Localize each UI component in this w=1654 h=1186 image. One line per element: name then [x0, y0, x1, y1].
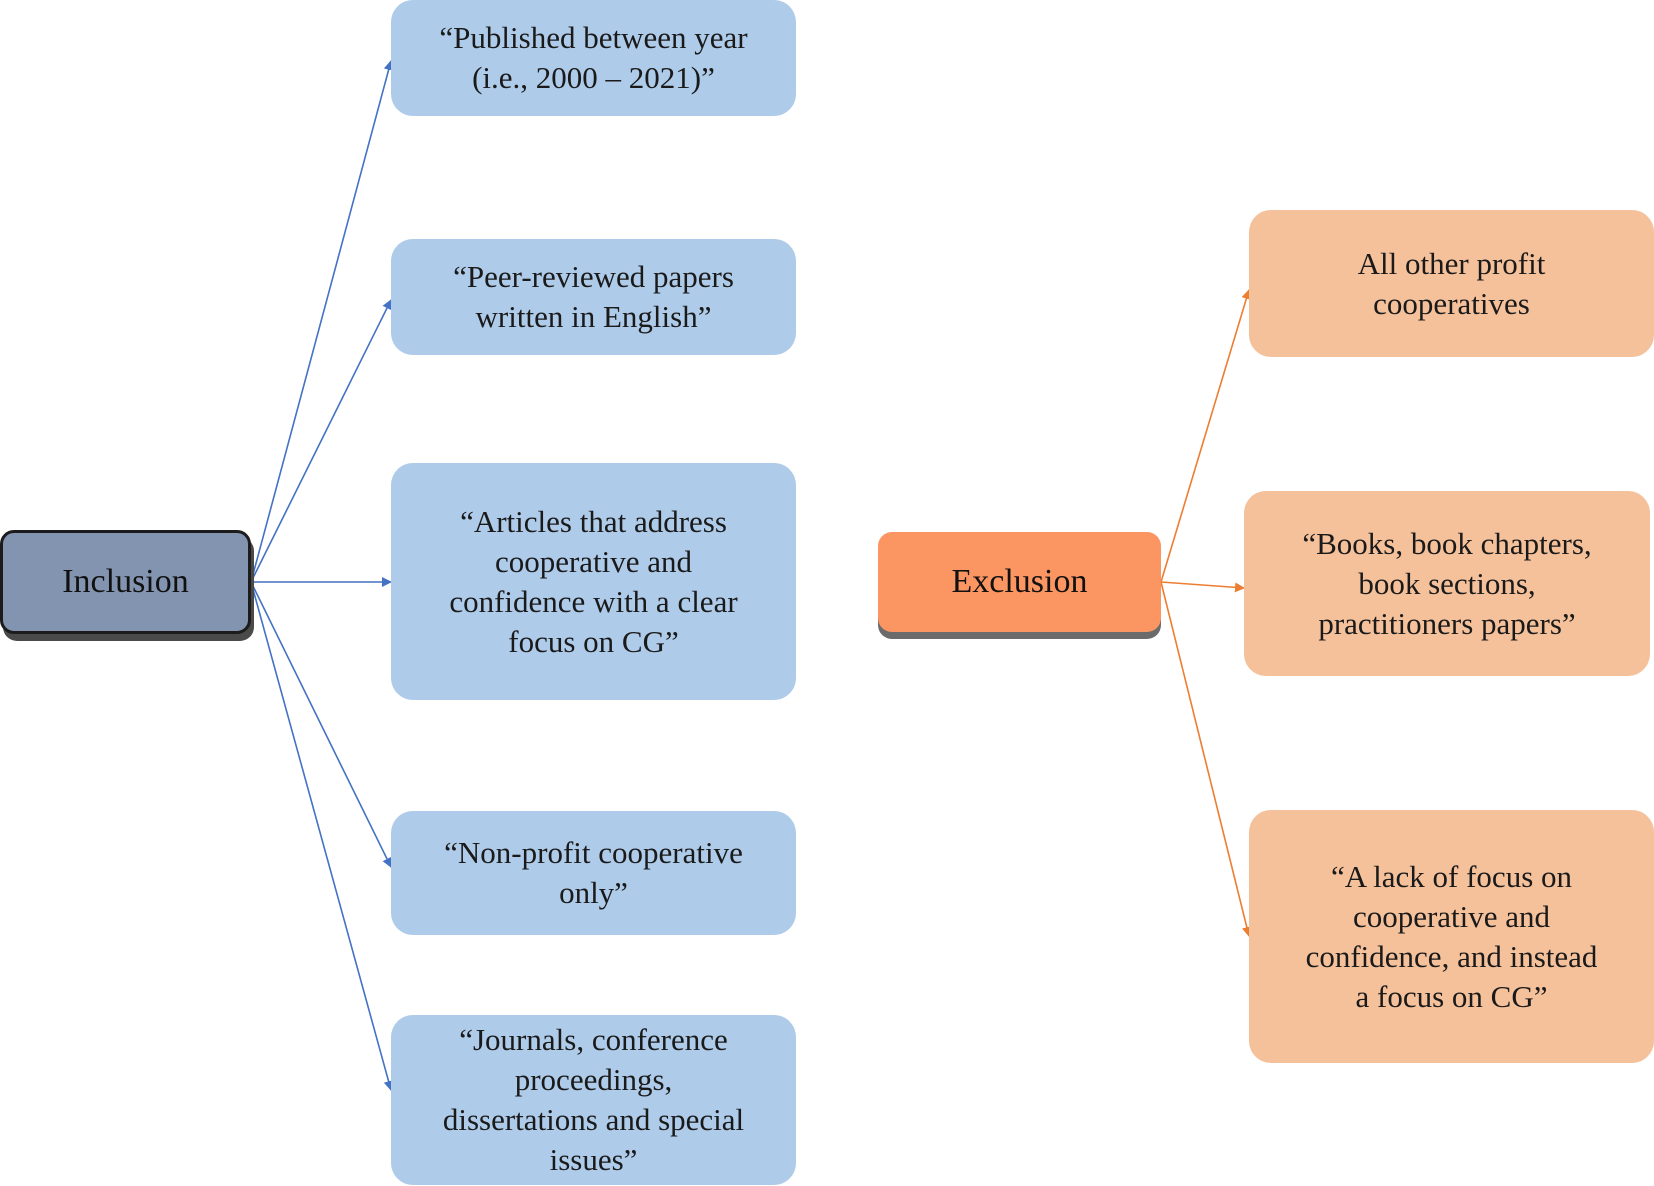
inclusion-arrow-2	[250, 299, 392, 583]
inclusion-criterion-non-profit: “Non-profit cooperative only”	[391, 811, 796, 935]
exclusion-arrow-3	[1160, 581, 1252, 937]
exclusion-arrow-2	[1160, 581, 1245, 593]
inclusion-criterion-peer-reviewed-english: “Peer-reviewed papers written in English…	[391, 239, 796, 355]
exclusion-node: Exclusion	[878, 532, 1161, 632]
inclusion-criterion-publication-years: “Published between year (i.e., 2000 – 20…	[391, 0, 796, 116]
inclusion-criterion-publication-types: “Journals, conference proceedings, disse…	[391, 1015, 796, 1185]
inclusion-node: Inclusion	[0, 530, 251, 634]
inclusion-arrow-1	[250, 60, 394, 583]
exclusion-criterion-other-profit: All other profit cooperatives	[1249, 210, 1654, 357]
inclusion-arrow-4	[250, 581, 392, 868]
inclusion-arrow-5	[250, 581, 394, 1091]
exclusion-arrow-1	[1160, 289, 1252, 583]
inclusion-criterion-cooperative-confidence-cg: “Articles that address cooperative and c…	[391, 463, 796, 700]
exclusion-criterion-books-chapters: “Books, book chapters, book sections, pr…	[1244, 491, 1650, 676]
exclusion-label: Exclusion	[951, 563, 1088, 600]
exclusion-criterion-lack-of-focus: “A lack of focus on cooperative and conf…	[1249, 810, 1654, 1063]
inclusion-label: Inclusion	[62, 563, 189, 600]
